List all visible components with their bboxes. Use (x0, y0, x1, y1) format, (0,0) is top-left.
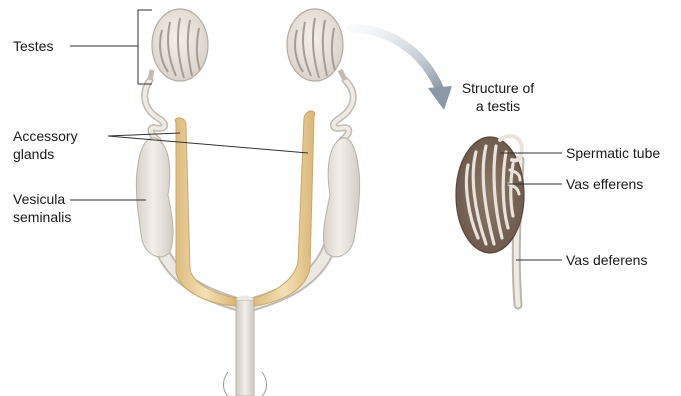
vesicula-seminalis (136, 138, 359, 257)
testis-right (287, 9, 345, 81)
label-testes: Testes (13, 38, 53, 54)
label-structure-line2: a testis (450, 98, 546, 114)
detail-arrow (352, 28, 452, 110)
label-accessory-glands-line2: glands (13, 146, 54, 162)
label-vesicula-line1: Vesicula (13, 191, 65, 207)
accessory-glands (175, 111, 315, 306)
testis-left (150, 9, 208, 81)
testis-detail (456, 136, 524, 305)
label-spermatic-tube: Spermatic tube (566, 145, 660, 161)
label-accessory-glands-line1: Accessory (13, 128, 78, 144)
label-vesicula-line2: seminalis (13, 209, 71, 225)
label-structure-line1: Structure of (450, 80, 546, 96)
label-vas-efferens: Vas efferens (566, 176, 643, 192)
label-vas-deferens: Vas deferens (566, 252, 647, 268)
